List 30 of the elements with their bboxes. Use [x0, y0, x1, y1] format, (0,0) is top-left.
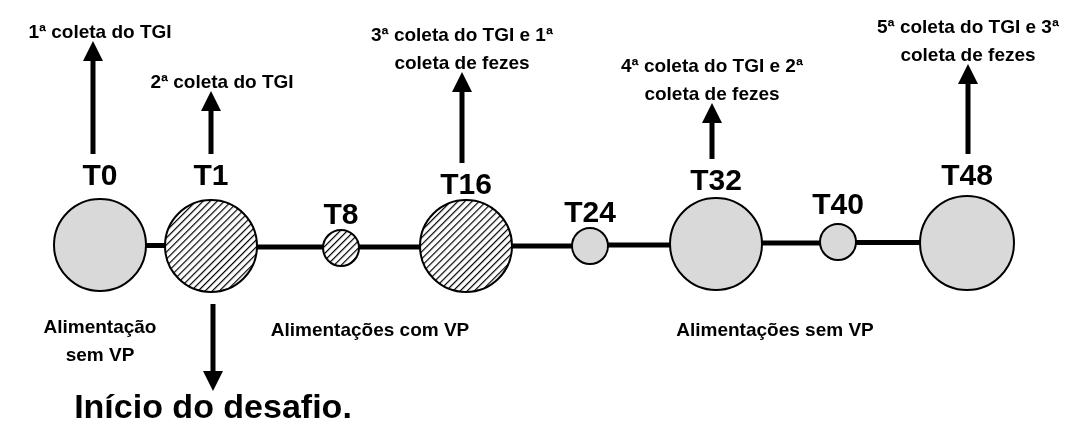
- timepoint-label: T32: [689, 163, 743, 197]
- timepoint-label: T1: [192, 158, 230, 192]
- timepoint-label: T40: [811, 187, 865, 221]
- arrow: [452, 72, 472, 163]
- arrow: [958, 64, 978, 154]
- arrow: [83, 41, 103, 154]
- phase-label: Alimentações sem VP: [675, 318, 875, 342]
- arrow: [201, 91, 221, 154]
- timepoint-label: T48: [940, 158, 994, 192]
- timepoint-label: T0: [81, 158, 119, 192]
- annotation-text: 4ª coleta do TGI e 2ª coleta de fezes: [614, 52, 810, 108]
- annotation-text: 3ª coleta do TGI e 1ª coleta de fezes: [364, 21, 560, 77]
- arrow: [203, 304, 223, 391]
- connector-line: [762, 240, 820, 246]
- annotation-heading: Início do desafio.: [53, 386, 373, 425]
- arrow: [702, 103, 722, 159]
- phase-label: Alimentações com VP: [269, 318, 471, 342]
- connector-line: [608, 242, 670, 248]
- annotation-text: 1ª coleta do TGI: [0, 18, 200, 46]
- connector-line: [146, 243, 165, 248]
- annotation-text: 2ª coleta do TGI: [122, 68, 322, 96]
- connector-line: [512, 243, 572, 249]
- connector-line: [359, 244, 420, 250]
- connector-line: [856, 240, 920, 245]
- timepoint-label: T16: [439, 167, 493, 201]
- annotation-text: 5ª coleta do TGI e 3ª coleta de fezes: [848, 13, 1083, 69]
- timepoint-label: T8: [322, 197, 360, 231]
- connector-line: [257, 244, 323, 250]
- timepoint-label: T24: [563, 195, 617, 229]
- phase-label: Alimentação sem VP: [42, 315, 158, 367]
